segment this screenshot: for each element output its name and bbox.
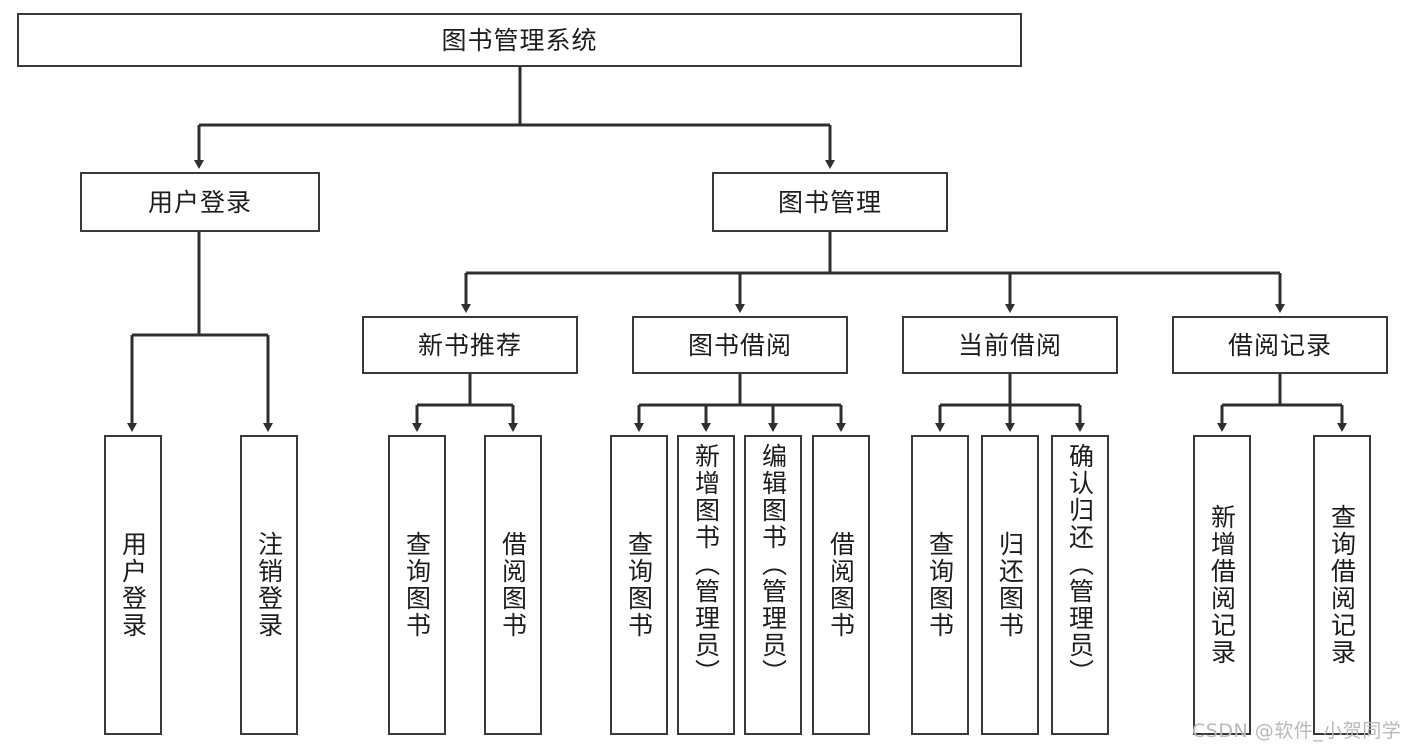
leaf-borrow-add-book-admin[interactable]: 新增图书（管理员）	[677, 435, 735, 735]
leaf-current-confirm-return-admin[interactable]: 确认归还（管理员）	[1051, 435, 1109, 735]
node-label: 借阅图书	[826, 531, 856, 639]
node-label: 确认归还（管理员）	[1065, 443, 1095, 686]
node-label: 借阅图书	[498, 531, 528, 639]
leaf-borrow-edit-book-admin[interactable]: 编辑图书（管理员）	[744, 435, 802, 735]
watermark-text: CSDN @软件_小贺同学	[1192, 720, 1402, 742]
leaf-current-query-book[interactable]: 查询图书	[911, 435, 969, 735]
node-label: 新增借阅记录	[1207, 504, 1237, 666]
leaf-borrow-query-book[interactable]: 查询图书	[610, 435, 668, 735]
node-book-management[interactable]: 图书管理	[712, 172, 948, 232]
node-label: 查询图书	[925, 531, 955, 639]
node-user-login[interactable]: 用户登录	[80, 172, 320, 232]
node-label: 图书借阅	[687, 330, 792, 360]
leaf-record-query-record[interactable]: 查询借阅记录	[1313, 435, 1371, 735]
node-label: 新增图书（管理员）	[691, 443, 721, 686]
node-root-library-system[interactable]: 图书管理系统	[17, 13, 1022, 67]
node-label: 当前借阅	[957, 330, 1062, 360]
node-label: 查询借阅记录	[1327, 504, 1357, 666]
node-label: 查询图书	[624, 531, 654, 639]
node-label: 注销登录	[254, 531, 284, 639]
leaf-user-login-login[interactable]: 用户登录	[104, 435, 162, 735]
node-new-book-recommend[interactable]: 新书推荐	[362, 316, 578, 374]
node-book-borrow[interactable]: 图书借阅	[632, 316, 848, 374]
node-label: 借阅记录	[1227, 330, 1332, 360]
node-label: 图书管理	[777, 187, 882, 217]
node-label: 用户登录	[147, 187, 252, 217]
node-current-borrow[interactable]: 当前借阅	[902, 316, 1118, 374]
leaf-record-add-record[interactable]: 新增借阅记录	[1193, 435, 1251, 735]
node-label: 查询图书	[402, 531, 432, 639]
node-label: 图书管理系统	[441, 25, 598, 55]
leaf-recommend-query-book[interactable]: 查询图书	[388, 435, 446, 735]
node-label: 编辑图书（管理员）	[758, 443, 788, 686]
leaf-recommend-borrow-book[interactable]: 借阅图书	[484, 435, 542, 735]
node-label: 用户登录	[118, 531, 148, 639]
leaf-user-login-logout[interactable]: 注销登录	[240, 435, 298, 735]
node-label: 归还图书	[995, 531, 1025, 639]
node-borrow-record[interactable]: 借阅记录	[1172, 316, 1388, 374]
leaf-current-return-book[interactable]: 归还图书	[981, 435, 1039, 735]
leaf-borrow-borrow-book[interactable]: 借阅图书	[812, 435, 870, 735]
node-label: 新书推荐	[417, 330, 522, 360]
